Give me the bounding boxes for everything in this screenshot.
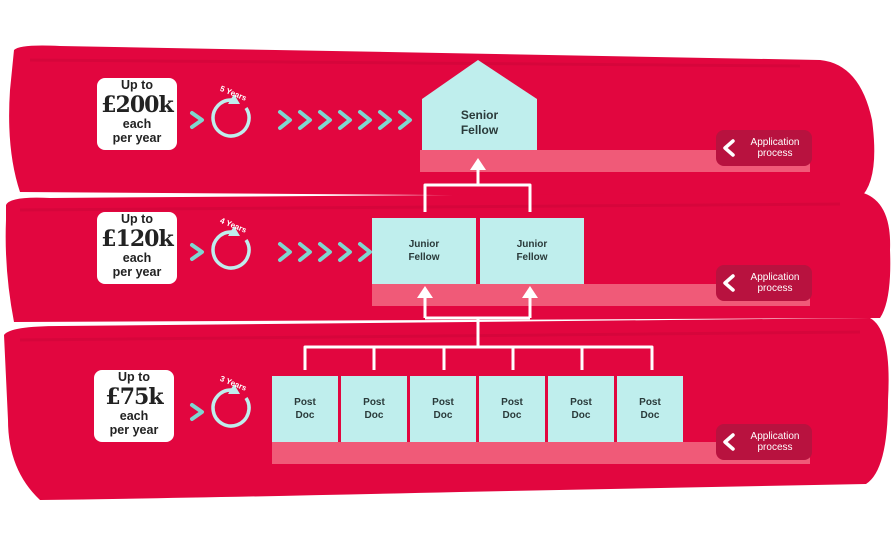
tier-bar-postdoc bbox=[272, 442, 810, 464]
senior-fellow-house bbox=[422, 60, 537, 150]
application-process-button-junior[interactable]: Application process bbox=[716, 265, 812, 301]
funding-badge-junior: Up to £120k each per year bbox=[97, 212, 177, 284]
chevron-left-icon bbox=[716, 433, 742, 451]
senior-fellow-box: Senior Fellow bbox=[460, 108, 499, 137]
application-process-button-postdoc[interactable]: Application process bbox=[716, 424, 812, 460]
cycle-icon bbox=[211, 94, 251, 138]
application-process-button-senior[interactable]: Application process bbox=[716, 130, 812, 166]
chevron-right-icon bbox=[190, 110, 412, 421]
tier-bar-junior bbox=[372, 284, 810, 306]
cycle-icon bbox=[211, 226, 251, 270]
funding-badge-postdoc: Up to £75k each per year bbox=[94, 370, 174, 442]
junior-fellow-box: Junior Fellow bbox=[372, 218, 476, 284]
chevron-left-icon bbox=[716, 274, 742, 292]
up-arrow-icon bbox=[417, 158, 538, 298]
cycle-icon bbox=[211, 384, 251, 428]
funding-badge-senior: Up to £200k each per year bbox=[97, 78, 177, 150]
junior-fellow-box: Junior Fellow bbox=[480, 218, 584, 284]
chevron-left-icon bbox=[716, 139, 742, 157]
tier-bar-senior bbox=[420, 150, 810, 172]
